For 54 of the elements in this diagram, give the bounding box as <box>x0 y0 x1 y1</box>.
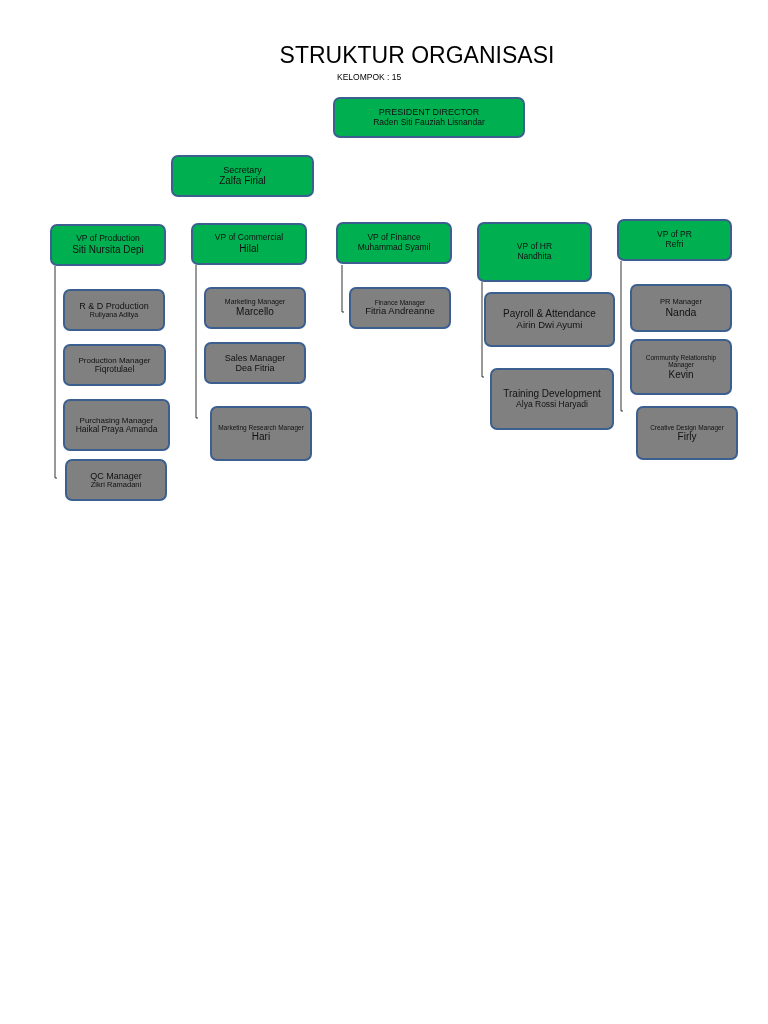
title: STRUKTUR ORGANISASI <box>278 42 556 69</box>
position-box <box>617 219 732 261</box>
staff-box <box>204 287 306 329</box>
role-title: VP of Production <box>76 234 140 245</box>
person-name: Alya Rossi Haryadi <box>516 399 588 410</box>
role-title: Payroll & Attendance <box>503 308 596 320</box>
person-name: Marcello <box>236 306 274 318</box>
role-title: VP of HR <box>516 242 553 252</box>
staff-box <box>490 368 614 430</box>
staff-box <box>210 406 312 461</box>
role-title: VP of Commercial <box>214 233 284 244</box>
staff-box <box>630 284 732 332</box>
staff-box <box>484 292 615 347</box>
person-name: Airin Dwi Ayumi <box>516 319 583 331</box>
staff-box <box>63 289 165 331</box>
staff-box <box>63 399 170 451</box>
role-title: Production Manager <box>78 355 151 365</box>
position-box <box>191 223 307 265</box>
person-name: Dea Fitria <box>235 363 275 374</box>
position-box <box>477 222 592 282</box>
role-title: Sales Manager <box>224 352 286 363</box>
person-name: Fiqrotulael <box>94 364 135 375</box>
staff-box <box>630 339 732 395</box>
staff-box <box>63 344 166 386</box>
position-box <box>171 155 314 197</box>
role-title: VP of PR <box>657 230 692 240</box>
role-title: PRESIDENT DIRECTOR <box>378 107 480 118</box>
role-title: R & D Production <box>79 300 149 312</box>
person-name: Firly <box>677 431 697 443</box>
person-name: Muhammad Syamil <box>357 243 431 253</box>
role-title: Training Development <box>503 388 601 400</box>
person-name: Refri <box>665 240 684 250</box>
person-name: Nanda <box>665 306 697 319</box>
staff-box <box>65 459 167 501</box>
position-box <box>333 97 525 138</box>
person-name: Zalfa Firial <box>219 175 266 187</box>
role-title: Secretary <box>223 165 262 176</box>
position-box <box>50 224 166 266</box>
person-name: Raden Siti Fauziah Lisnandar <box>373 117 485 128</box>
person-name: Haikal Praya Amanda <box>75 424 158 435</box>
person-name: Siti Nursita Depi <box>72 244 144 256</box>
person-name: Hilal <box>239 243 259 255</box>
position-box <box>336 222 452 264</box>
role-title: Purchasing Manager <box>79 415 154 425</box>
person-name: Nandhita <box>517 252 552 262</box>
staff-box <box>204 342 306 384</box>
group-label: KELOMPOK : 15 <box>337 72 402 82</box>
role-title: VP of Finance <box>367 233 421 243</box>
role-title: QC Manager <box>90 470 142 481</box>
staff-box <box>349 287 451 329</box>
person-name: Hari <box>251 431 271 443</box>
staff-box <box>636 406 738 460</box>
person-name: Kevin <box>668 368 694 381</box>
person-name: Fitria Andreanne <box>365 306 435 318</box>
